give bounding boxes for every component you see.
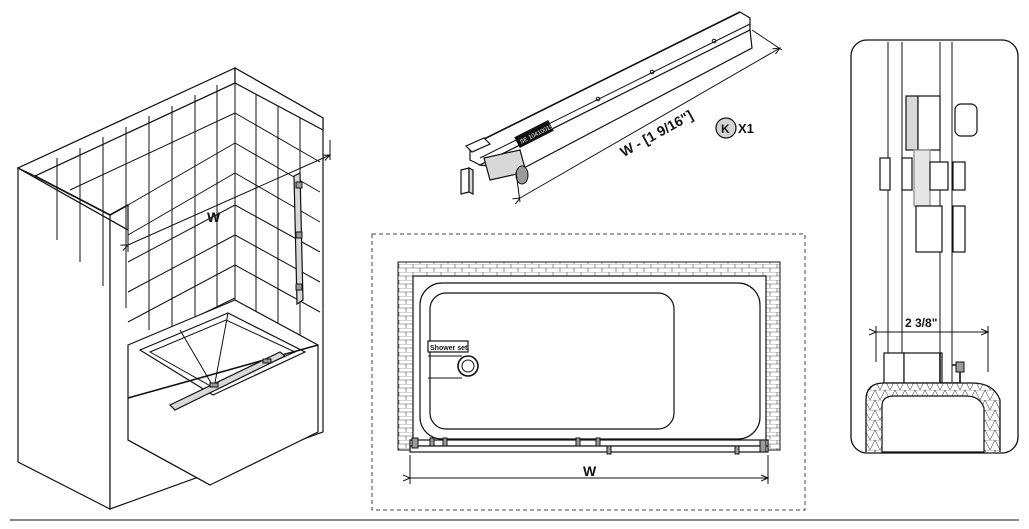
shower-set: Shower set	[427, 340, 479, 379]
rail-dimension-label: W - [1 9/16"]	[617, 107, 695, 160]
plan-width-label: W	[583, 463, 597, 479]
rail-part-view: SE 1041001902 W - [1 9/16"] K X1	[460, 11, 783, 202]
offset-label: 2 3/8"	[905, 316, 937, 330]
rail-profile	[469, 11, 753, 171]
width-dimension: W	[128, 140, 330, 252]
tub-edge-section	[865, 382, 1001, 453]
detail-section-view: 2 3/8"	[850, 39, 1019, 454]
offset-dimension: 2 3/8"	[876, 316, 988, 372]
part-quantity: X1	[738, 121, 754, 136]
door-track	[409, 437, 769, 455]
shower-set-label: Shower set	[430, 345, 468, 352]
tub-basin	[419, 282, 761, 440]
plan-width-dimension: W	[410, 455, 768, 484]
plan-outline	[371, 233, 806, 511]
part-badge: K X1	[715, 117, 754, 139]
part-letter: K	[721, 122, 730, 136]
top-plan-view: Shower set W	[371, 233, 806, 511]
bathtub-isometric-view: W	[16, 66, 330, 510]
roller-assembly	[879, 95, 978, 253]
width-label: W	[207, 209, 221, 225]
bottom-track-section	[883, 352, 965, 384]
bottom-rail	[168, 351, 287, 411]
part-letter-circle	[715, 117, 737, 139]
bathtub	[127, 299, 319, 486]
end-cap-piece	[460, 167, 474, 195]
